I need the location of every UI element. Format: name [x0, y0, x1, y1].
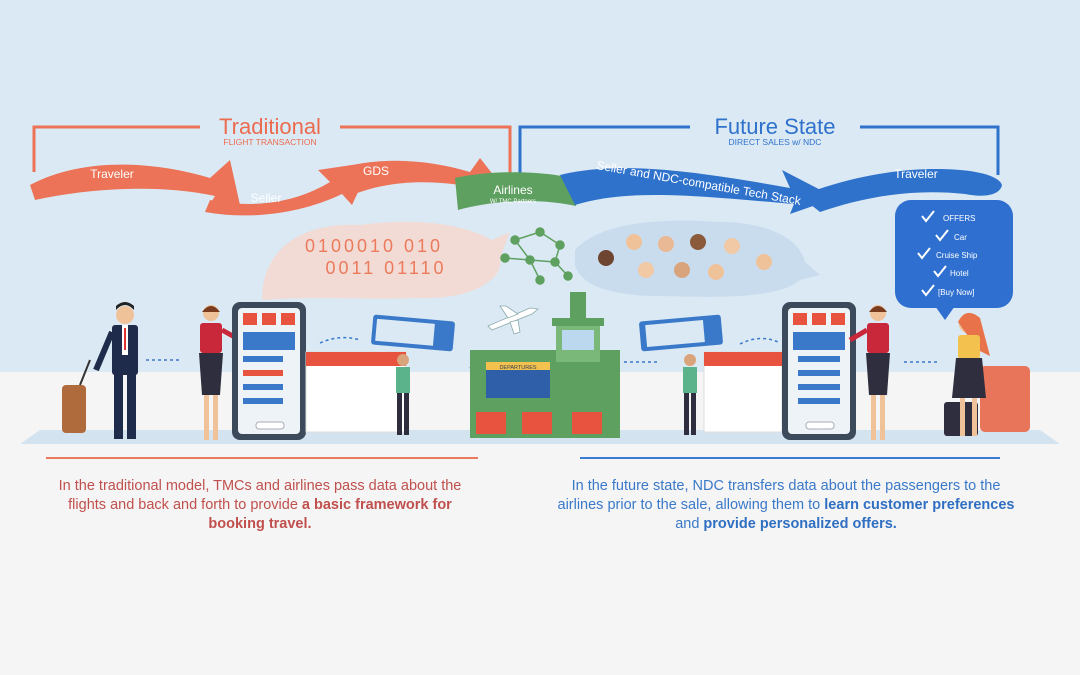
passenger-right-small-figure — [683, 354, 697, 435]
future-flow-arrow — [560, 168, 836, 214]
phone-left — [232, 302, 306, 440]
passenger-avatars — [598, 234, 772, 280]
offer-item-hotel: Hotel — [950, 269, 969, 278]
traveler-left-figure — [62, 302, 138, 439]
caption-future-text-1: In the future state, NDC transfers data … — [557, 478, 1001, 513]
caption-traditional: In the traditional model, TMCs and airli… — [40, 477, 480, 534]
binary-text-line-1: 0100010 010 — [305, 236, 443, 256]
flow-label-traveler-traditional: Traveler — [90, 167, 134, 181]
caption-traditional-bold: a basic framework for booking travel. — [208, 497, 452, 532]
caption-future-bold-1: learn customer preferences — [824, 497, 1015, 513]
traditional-bracket — [32, 125, 512, 180]
future-subtitle: DIRECT SALES w/ NDC — [729, 137, 822, 147]
flow-label-seller: Seller — [251, 191, 282, 205]
flow-label-traveler-future: Traveler — [894, 167, 938, 181]
boarding-pass-right — [639, 314, 723, 352]
future-bracket — [518, 125, 1000, 180]
traditional-flow-arrow-2 — [205, 162, 372, 216]
offer-item-buy-now: [Buy Now] — [938, 288, 974, 297]
traditional-subtitle: FLIGHT TRANSACTION — [223, 137, 316, 147]
phone-right — [782, 302, 856, 440]
traditional-title: Traditional — [219, 114, 321, 139]
binary-data-cloud — [262, 221, 510, 300]
traveler-right-figure — [944, 312, 1030, 436]
calendar-right — [703, 351, 783, 433]
caption-future: In the future state, NDC transfers data … — [556, 477, 1016, 534]
network-icon — [500, 227, 573, 285]
offer-item-cruise-ship: Cruise Ship — [936, 251, 978, 260]
offers-checkmarks — [917, 210, 949, 297]
binary-text-line-2: 0011 01110 — [325, 258, 446, 278]
divider-left — [46, 457, 478, 459]
future-flow-arrow-2 — [800, 169, 1002, 212]
calendar-left — [305, 351, 407, 433]
traditional-flow-arrow — [30, 160, 240, 212]
boarding-pass-left — [371, 314, 455, 352]
divider-right — [580, 457, 1000, 459]
caption-traditional-text: In the traditional model, TMCs and airli… — [58, 478, 462, 513]
caption-future-text-2: and — [675, 516, 704, 532]
flow-label-gds: GDS — [363, 164, 389, 178]
future-title: Future State — [714, 114, 835, 139]
passenger-left-small-figure — [396, 354, 410, 435]
airlines-ribbon — [455, 172, 580, 210]
caption-future-bold-2: provide personalized offers. — [703, 516, 897, 532]
flight-attendant-right-figure — [848, 305, 890, 440]
traditional-flow-arrow-3 — [335, 158, 505, 200]
offers-bubble — [895, 200, 1013, 320]
offer-item-offers: OFFERS — [943, 214, 975, 223]
offer-item-car: Car — [954, 233, 967, 242]
airlines-label: Airlines — [493, 183, 532, 197]
departures-board-label: DEPARTURES — [499, 365, 536, 371]
airlines-sublabel: W/ TMC Partners — [490, 199, 536, 205]
terminal-seats — [476, 412, 602, 434]
departures-board — [486, 362, 550, 398]
airplane-icon — [487, 305, 539, 335]
